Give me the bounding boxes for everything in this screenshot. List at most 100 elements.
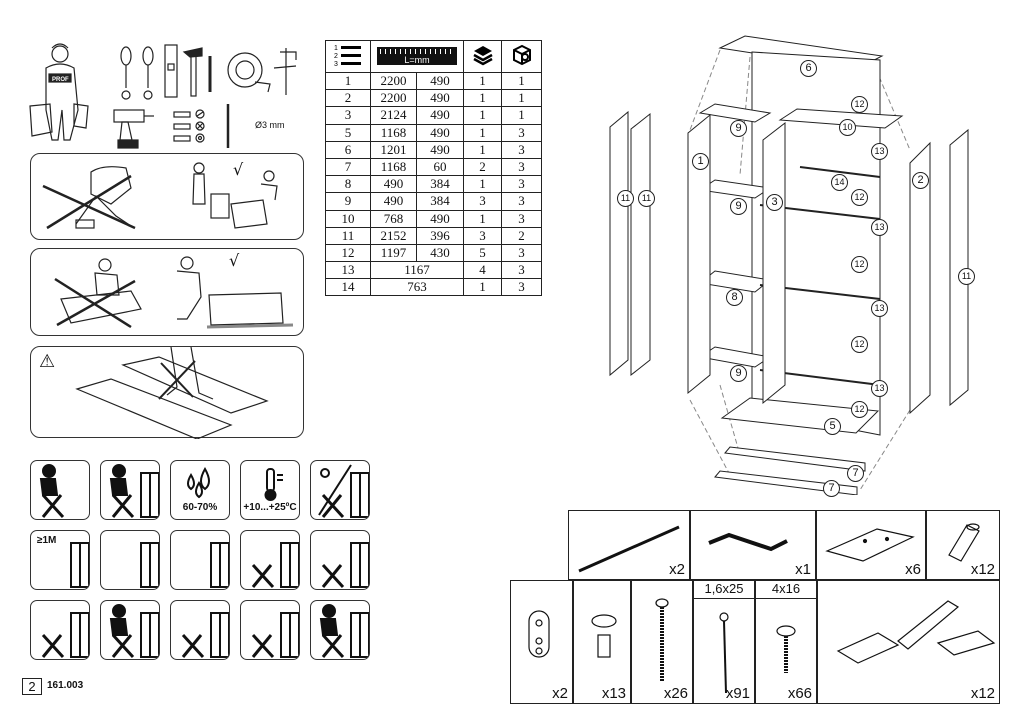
checkmark-icon: √ bbox=[229, 251, 240, 270]
cell-qty: 3 bbox=[463, 192, 502, 211]
panel-unpacking: √ bbox=[30, 153, 304, 240]
cell-part: 5 bbox=[325, 123, 371, 142]
cell-length: 2200 bbox=[370, 89, 417, 108]
cell-qty: 1 bbox=[463, 71, 502, 91]
hardware-quantity: x1 bbox=[795, 561, 811, 578]
cell-part: 12 bbox=[325, 243, 371, 263]
cell-length: 490 bbox=[370, 192, 417, 211]
cell-width: 384 bbox=[416, 175, 464, 194]
panel-1-side bbox=[687, 113, 711, 395]
cell-width: 60 bbox=[416, 157, 464, 177]
part-callout-9: 9 bbox=[730, 198, 747, 215]
cell-qty: 1 bbox=[463, 175, 502, 194]
nail-icon bbox=[719, 612, 729, 694]
shelf-pin-icon bbox=[948, 523, 980, 562]
hardware-confirmat-screw: x26 bbox=[631, 580, 693, 704]
cell-qty: 5 bbox=[463, 243, 502, 263]
temperature-label: +10...+25ºC bbox=[243, 502, 297, 513]
panel-assembly-surface: √ bbox=[30, 248, 304, 336]
panels-on-floor-illustration bbox=[75, 346, 269, 440]
part-callout-13: 13 bbox=[871, 143, 888, 160]
cell-length: 2200 bbox=[370, 71, 417, 91]
confirmat-screw-icon bbox=[655, 598, 669, 681]
hardware-rail-bracket: x2 bbox=[510, 580, 573, 704]
hardware-hex-key: x1 bbox=[690, 510, 816, 580]
hardware-hanging-rail: x2 bbox=[568, 510, 690, 580]
ruler-label: L=mm bbox=[404, 54, 430, 65]
cell-qty: 1 bbox=[463, 106, 502, 125]
flat-bit-icon bbox=[173, 109, 205, 119]
cell-pkg: 1 bbox=[501, 106, 542, 125]
rail-bracket-icon bbox=[528, 610, 550, 658]
cell-pkg: 3 bbox=[501, 123, 542, 142]
part-callout-13: 13 bbox=[871, 219, 888, 236]
part-callout-13: 13 bbox=[871, 300, 888, 317]
cell-width: 490 bbox=[416, 89, 464, 108]
cell-width: 490 bbox=[416, 209, 464, 228]
cell-width: 490 bbox=[416, 140, 464, 159]
flat-screwdriver-icon bbox=[120, 46, 132, 100]
panel-11-doors bbox=[609, 110, 969, 407]
clamp-icon bbox=[273, 48, 297, 95]
hanging-rail-icon bbox=[578, 525, 680, 573]
cell-length: 2152 bbox=[370, 226, 417, 245]
cell-part: 2 bbox=[325, 89, 371, 108]
cell-width: 490 bbox=[416, 106, 464, 125]
cell-length: 763 bbox=[370, 278, 464, 297]
svg-text:1: 1 bbox=[334, 45, 338, 52]
part-callout-7: 7 bbox=[847, 465, 864, 482]
hammer-icon bbox=[182, 47, 203, 97]
cell-length: 1168 bbox=[370, 123, 417, 142]
cell-qty: 1 bbox=[463, 278, 502, 297]
cell-part: 13 bbox=[325, 261, 371, 280]
dimensions-header: L=mm bbox=[370, 40, 464, 73]
part-callout-9: 9 bbox=[730, 120, 747, 137]
cell-length: 490 bbox=[370, 175, 417, 194]
distance-label: ≥1M bbox=[37, 535, 57, 546]
document-code: 161.003 bbox=[47, 680, 84, 691]
part-callout-8: 8 bbox=[726, 289, 743, 306]
cell-part: 10 bbox=[325, 209, 371, 228]
wrong-unpacking-illustration bbox=[42, 166, 136, 230]
cordless-drill-icon bbox=[113, 109, 154, 149]
hardware-quantity: x12 bbox=[970, 685, 995, 702]
warning-icon: ⚠ bbox=[39, 351, 56, 372]
cell-length: 2124 bbox=[370, 106, 417, 125]
furniture-in-room-icon bbox=[100, 530, 160, 590]
hardware-quantity: x2 bbox=[552, 685, 568, 702]
cell-qty: 1 bbox=[463, 89, 502, 108]
svg-text:3: 3 bbox=[334, 61, 338, 68]
hardware-quantity: x66 bbox=[787, 685, 812, 702]
hardware-size-label: 4x16 bbox=[756, 581, 816, 599]
no-wet-cleaning-icon bbox=[240, 530, 300, 590]
part-callout-6: 6 bbox=[800, 60, 817, 77]
cell-length: 1167 bbox=[370, 261, 464, 280]
part-callout-9: 9 bbox=[730, 365, 747, 382]
cell-qty: 1 bbox=[463, 209, 502, 228]
part-callout-1: 1 bbox=[692, 153, 709, 170]
cell-part: 1 bbox=[325, 71, 371, 91]
hardware-quantity: x12 bbox=[970, 561, 995, 578]
hardware-cam-lock: x13 bbox=[573, 580, 631, 704]
cell-pkg: 3 bbox=[501, 157, 542, 177]
part-callout-3: 3 bbox=[766, 194, 783, 211]
drawer-slide-plate-icon bbox=[825, 528, 915, 562]
part-callout-12: 12 bbox=[851, 96, 868, 113]
correct-unpacking-illustration bbox=[192, 162, 278, 229]
panel-do-not-step: ⚠ bbox=[30, 346, 304, 440]
no-standing-icon bbox=[100, 460, 160, 520]
quantity-icon bbox=[463, 40, 502, 73]
cell-part: 9 bbox=[325, 192, 371, 211]
hardware-size-label: 1,6x25 bbox=[694, 581, 754, 599]
hex-key-icon bbox=[708, 532, 788, 552]
